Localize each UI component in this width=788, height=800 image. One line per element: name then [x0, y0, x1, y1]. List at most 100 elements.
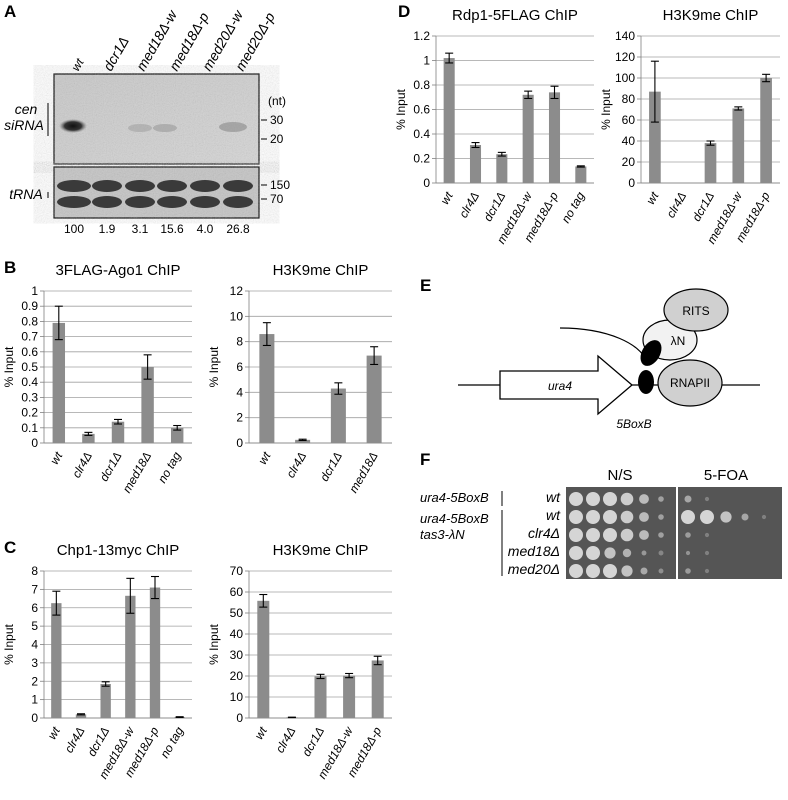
y-tick-label: 2 [236, 411, 243, 425]
y-tick-label: 30 [230, 648, 244, 662]
colony-spot [685, 568, 691, 574]
colony-spot [639, 512, 649, 522]
x-tick-label: no tag [157, 724, 186, 760]
quant-value: 4.0 [197, 222, 214, 236]
colony-spot [700, 510, 714, 524]
strain-group2-line2: tas3-λN [420, 527, 465, 542]
colony-spot [603, 528, 617, 542]
x-tick-label: wt [438, 189, 456, 207]
chart-title: Rdp1-5FLAG ChIP [452, 7, 578, 24]
y-tick-label: 1 [31, 693, 38, 707]
bar [330, 388, 346, 443]
boxb-bound [640, 340, 662, 366]
y-axis-label: % Input [2, 623, 16, 664]
colony-spot [684, 495, 692, 503]
sirna-label: siRNA [4, 117, 44, 133]
row-label: wt [546, 507, 561, 523]
colony-spot [720, 511, 732, 523]
quant-value: 15.6 [160, 222, 184, 236]
y-tick-label: 0 [236, 711, 243, 725]
colony-spot [586, 546, 600, 560]
colony-spot [640, 567, 648, 575]
y-tick-label: 60 [622, 113, 636, 127]
panel-e-schematic: ura4 5BoxB RNAPII λN RITS [458, 288, 760, 431]
y-tick-label: 100 [615, 71, 635, 85]
y-tick-label: 120 [615, 50, 635, 64]
quant-value: 26.8 [226, 222, 250, 236]
y-tick-label: 0.5 [21, 360, 38, 374]
bar [111, 421, 125, 443]
colony-spot [639, 530, 649, 540]
colony-spot [569, 528, 583, 542]
bar [522, 94, 534, 183]
chart-title: H3K9me ChIP [273, 262, 369, 279]
x-tick-label: dcr1Δ [299, 725, 327, 759]
colony-spot [569, 492, 583, 506]
colony-spot [586, 564, 600, 578]
x-tick-label: dcr1Δ [689, 190, 717, 224]
y-tick-label: 5 [31, 619, 38, 633]
bar [51, 603, 62, 718]
marker-70: 70 [270, 192, 284, 206]
boxb-hairpin [638, 370, 654, 394]
y-tick-label: 0 [31, 436, 38, 450]
x-tick-label: wt [252, 724, 270, 742]
colony-spot [620, 492, 634, 506]
x-tick-label: wt [255, 449, 273, 467]
panel-a-blot: wt dcr1Δ med18Δ-w med18Δ-p med20Δ-w med2… [4, 7, 290, 236]
colony-spot [761, 514, 767, 520]
panel-letter-b: B [4, 258, 17, 277]
colony-spot [685, 532, 691, 538]
x-tick-label: clr4Δ [456, 190, 482, 221]
y-tick-label: 2 [31, 674, 38, 688]
chart-b1-ago1-chip: 3FLAG-Ago1 ChIP% Input00.10.20.30.40.50.… [2, 262, 192, 495]
bar [575, 166, 587, 183]
quant-value: 100 [64, 222, 84, 236]
trna-label: tRNA [9, 186, 42, 202]
marker-150: 150 [270, 178, 290, 192]
rnapii-label: RNAPII [670, 376, 710, 390]
y-tick-label: 7 [31, 582, 38, 596]
colony-spot [620, 510, 634, 524]
marker-30: 30 [270, 113, 284, 127]
bar [257, 600, 270, 718]
chart-title: 3FLAG-Ago1 ChIP [55, 262, 180, 279]
y-tick-label: 0 [423, 176, 430, 190]
row-label: clr4Δ [528, 525, 560, 541]
y-tick-label: 0.7 [21, 330, 38, 344]
y-tick-label: 12 [230, 284, 244, 298]
rits-label: RITS [682, 304, 709, 318]
chart-title: H3K9me ChIP [273, 542, 369, 559]
bar [760, 78, 772, 183]
y-tick-label: 1 [423, 54, 430, 68]
x-tick-label: wt [643, 189, 661, 207]
colony-spot [681, 510, 695, 524]
bar [548, 92, 561, 183]
colony-spot [569, 564, 583, 578]
x-tick-label: dcr1Δ [481, 190, 509, 224]
strain-group1: ura4-5BoxB [420, 490, 489, 505]
bar [314, 676, 327, 718]
y-tick-label: 6 [236, 360, 243, 374]
y-tick-label: 80 [622, 92, 636, 106]
x-tick-label: no tag [155, 449, 184, 485]
colony-spot [685, 550, 691, 556]
y-tick-label: 3 [31, 656, 38, 670]
y-tick-label: 0.3 [21, 390, 38, 404]
y-tick-label: 0.4 [21, 375, 38, 389]
colony-spot [604, 547, 616, 559]
lambda-label: λN [671, 334, 686, 348]
bar [100, 684, 111, 718]
y-tick-label: 8 [31, 564, 38, 578]
colony-spot [704, 496, 710, 502]
x-tick-label: wt [47, 449, 65, 467]
bar [649, 91, 661, 183]
x-tick-label: clr4Δ [62, 725, 88, 756]
x-tick-label: clr4Δ [663, 190, 689, 221]
panel-f-spot-assay: N/S 5-FOA ura4-5BoxB ura4-5BoxB tas3-λN … [420, 467, 782, 579]
y-tick-label: 8 [236, 335, 243, 349]
colony-spot [658, 550, 664, 556]
bar [259, 334, 275, 443]
y-tick-label: 140 [615, 29, 635, 43]
